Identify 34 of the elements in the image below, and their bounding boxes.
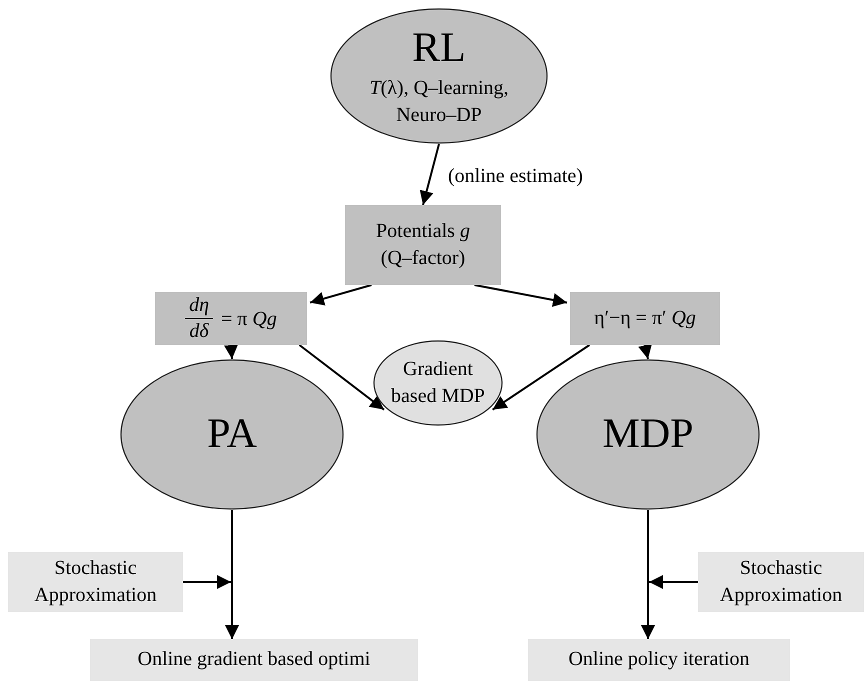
input-box (698, 552, 864, 612)
ellipse-node (536, 359, 760, 510)
numerator-text: dη (185, 293, 214, 319)
node-title: Stochastic Approximation (33, 556, 158, 608)
formula-box (155, 292, 307, 345)
ellipse-node (330, 8, 548, 144)
node-text: T(λ), Q–learning, Neuro–DP (368, 76, 510, 128)
node-title: Potentials g (Q–factor) (375, 218, 471, 271)
ellipse-node (373, 340, 503, 426)
arrow (492, 344, 590, 410)
denominator-text: dδ (188, 319, 210, 344)
node-title: Gradient based MDP (390, 356, 486, 409)
arrow (224, 344, 238, 360)
node-title: MDP (602, 410, 694, 460)
arrow (641, 575, 698, 639)
arrow (474, 284, 568, 307)
ellipse-node (120, 359, 344, 510)
input-box (8, 552, 183, 612)
node-title: Online policy iteration (568, 647, 750, 672)
output-box (528, 639, 790, 681)
arrow (638, 344, 652, 360)
node-title: Stochastic Approximation (718, 556, 844, 608)
process-box (345, 205, 501, 285)
arrow (420, 144, 440, 206)
node-title: Online gradient based optimi (138, 647, 370, 672)
formula-box (570, 292, 720, 345)
arrow (298, 344, 385, 410)
arrow (310, 284, 372, 306)
formula-text: = π Qg (221, 306, 277, 332)
node-title: RL (412, 24, 466, 74)
node-title: PA (207, 410, 257, 460)
node-title: η′−η = π′ Qg (594, 306, 696, 331)
output-box (90, 639, 418, 681)
arrow (183, 575, 240, 639)
